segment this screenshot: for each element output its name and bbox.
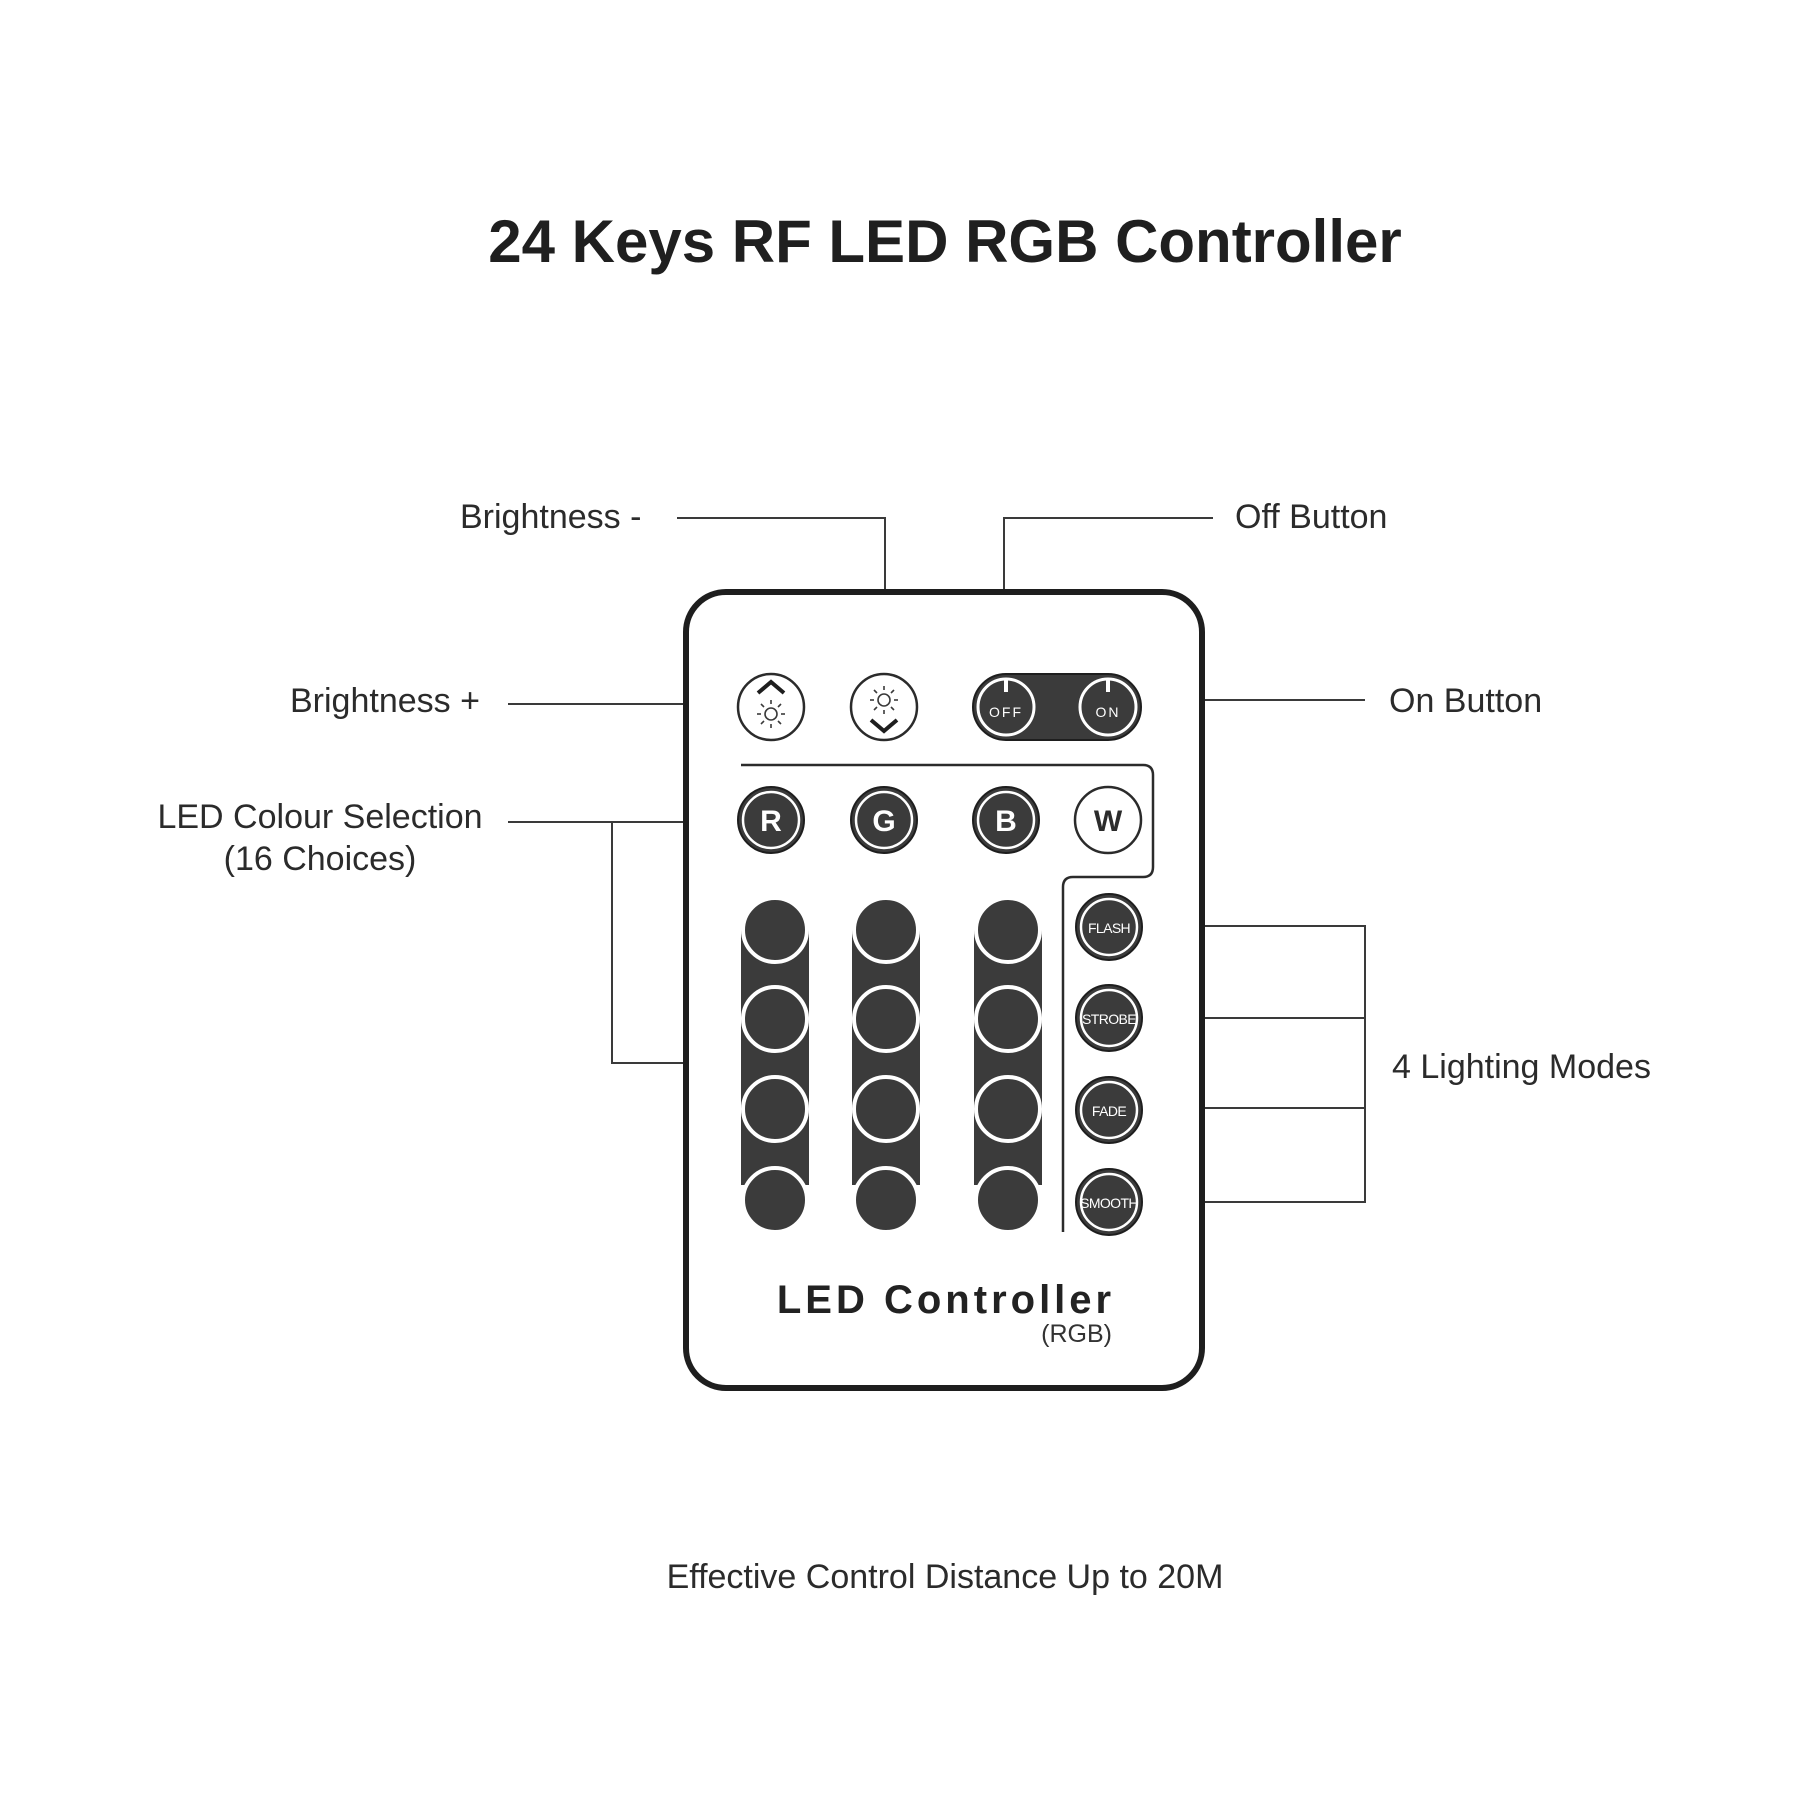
colour-choice-key[interactable]	[852, 896, 920, 964]
colour-choice-key[interactable]	[852, 1075, 920, 1143]
off-label: OFF	[989, 704, 1023, 720]
on-label: ON	[1096, 704, 1121, 720]
mode-key-flash[interactable]: FLASH	[1075, 893, 1143, 961]
color-key-w[interactable]: W	[1073, 785, 1143, 855]
mode-key-strobe-label: STROBE	[1082, 1011, 1136, 1027]
arrow-down-icon	[869, 718, 899, 734]
callout-brightness-plus: Brightness +	[290, 682, 480, 720]
color-key-r[interactable]: R	[737, 786, 805, 854]
mode-key-fade[interactable]: FADE	[1075, 1076, 1143, 1144]
callout-off-button: Off Button	[1235, 498, 1387, 536]
key-column-1	[741, 930, 809, 1185]
colour-choice-key[interactable]	[741, 896, 809, 964]
colour-choice-key[interactable]	[852, 985, 920, 1053]
arrow-up-icon	[756, 679, 786, 695]
colour-choice-key[interactable]	[741, 985, 809, 1053]
color-key-g-label: G	[872, 805, 895, 838]
key-column-3	[974, 930, 1042, 1185]
color-key-b-label: B	[995, 805, 1017, 838]
key-column-2	[852, 930, 920, 1185]
off-button[interactable]: OFF	[976, 677, 1036, 737]
color-key-r-label: R	[760, 805, 782, 838]
color-key-g[interactable]: G	[850, 786, 918, 854]
colour-choice-grid	[741, 896, 1042, 1234]
colour-choice-key[interactable]	[852, 1166, 920, 1234]
colour-choice-key[interactable]	[974, 1166, 1042, 1234]
on-button[interactable]: ON	[1078, 677, 1138, 737]
power-switch: OFF ON	[972, 673, 1142, 741]
colour-choice-key[interactable]	[741, 1075, 809, 1143]
remote-separator	[741, 763, 1155, 1232]
callout-brightness-minus: Brightness -	[460, 498, 641, 536]
callout-colour-choices: (16 Choices)	[224, 840, 417, 878]
leader-modes-bracket	[1157, 925, 1366, 1203]
remote-body	[683, 589, 1205, 1391]
mode-key-strobe[interactable]: STROBE	[1075, 984, 1143, 1052]
callout-on-button: On Button	[1389, 682, 1542, 720]
colour-choice-key[interactable]	[974, 985, 1042, 1053]
sun-icon	[870, 686, 898, 714]
color-key-w-label: W	[1094, 805, 1123, 838]
mode-key-smooth-label: SMOOTH	[1080, 1195, 1138, 1211]
callout-colour-selection: LED Colour Selection	[157, 798, 482, 836]
mode-key-smooth[interactable]: SMOOTH	[1075, 1168, 1143, 1236]
callout-lighting-modes: 4 Lighting Modes	[1392, 1048, 1651, 1086]
sun-icon	[757, 700, 785, 728]
footer-note: Effective Control Distance Up to 20M	[667, 1558, 1224, 1596]
remote-brand: LED Controller	[777, 1278, 1115, 1322]
brightness-up-button[interactable]	[736, 672, 806, 742]
colour-choice-key[interactable]	[974, 1075, 1042, 1143]
mode-key-flash-label: FLASH	[1088, 920, 1130, 936]
brightness-down-button[interactable]	[849, 672, 919, 742]
mode-key-fade-label: FADE	[1092, 1103, 1126, 1119]
page-title: 24 Keys RF LED RGB Controller	[488, 208, 1402, 275]
colour-choice-key[interactable]	[741, 1166, 809, 1234]
color-key-b[interactable]: B	[972, 786, 1040, 854]
leader-colour-bracket	[611, 822, 716, 1064]
remote-brand-sub: (RGB)	[1041, 1320, 1112, 1348]
colour-choice-key[interactable]	[974, 896, 1042, 964]
